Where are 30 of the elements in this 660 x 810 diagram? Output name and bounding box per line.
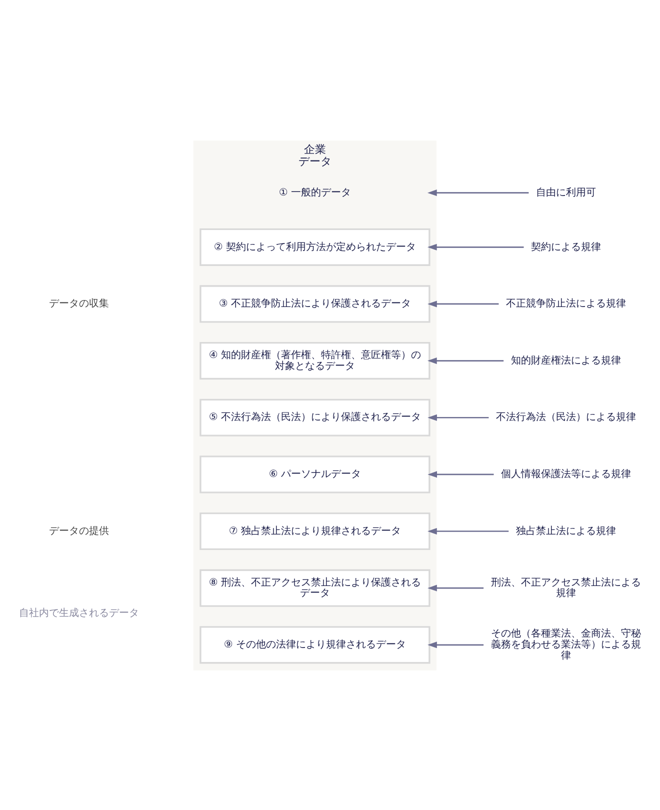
node-box: ⑨ その他の法律により規律されるデータ [200,626,430,664]
arrow [427,357,504,364]
arrow [428,414,489,420]
node-text: 自由に利用可 [536,186,596,198]
node-box: ⑥ パーソナルデータ [200,455,430,493]
arrow [427,189,529,196]
node-box: ⑧ 刑法、不正アクセス禁止法により保護されるデータ [200,568,430,606]
node-box: ⑤ 不法行為法（民法）により保護されるデータ [200,398,430,436]
label: データの収集 [48,298,109,310]
node-text: 契約による規律 [531,241,602,252]
node-box: ② 契約によって利用方法が定められたデータ [200,228,430,266]
node-box: ⑦ 独占禁止法により規律されるデータ [200,512,430,550]
node-text: 個人情報保護法等による規律 [501,468,632,480]
arrow [428,527,509,534]
label: 自社内で生成されるデータ [18,607,139,618]
node-box: ③ 不正競争防止法により保護されるデータ [200,284,430,322]
node-text: 不正競争防止法による規律 [506,298,626,310]
arrow [427,243,524,250]
node-text: その他（各種業法、金商法、守秘義務を負わせる業法等）による規律 [491,628,642,661]
arrow [428,641,484,648]
node-text: 刑法、不正アクセス禁止法による規律 [491,576,642,599]
arrow [428,470,494,478]
arrow [428,300,499,307]
arrow [428,584,484,591]
node-text: 独占禁止法による規律 [516,525,616,536]
node-box: ④ 知的財産権（著作権、特許権、意匠権等）の対象となるデータ [200,342,430,380]
node-text: ① 一般的データ [278,186,352,198]
label: データの提供 [48,525,109,536]
node-text: 不法行為法（民法）による規律 [496,412,636,423]
node-text: 知的財産権法による規律 [511,354,622,366]
